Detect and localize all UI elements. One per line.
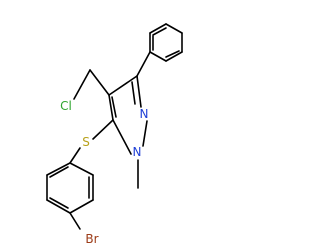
bond [69, 162, 94, 176]
bond [46, 199, 71, 214]
bond [69, 212, 81, 230]
atom-label-br: Br [85, 232, 98, 246]
bond [111, 96, 117, 118]
bond [136, 75, 142, 108]
atom-label-cl: Cl [60, 99, 72, 113]
bond [108, 94, 114, 121]
bond [142, 120, 148, 147]
bond [165, 51, 183, 62]
bond [49, 166, 69, 178]
bond [89, 69, 110, 96]
bond [92, 119, 114, 140]
bond [165, 23, 183, 34]
bond [152, 27, 167, 36]
atom-label-n1: N [133, 145, 142, 159]
bond [108, 75, 138, 96]
bond [149, 51, 167, 62]
bond [46, 162, 71, 176]
bond [49, 197, 69, 209]
structure-diagram: Cl N N S Br [46, 23, 183, 246]
bond [73, 69, 91, 100]
atom-label-n2: N [140, 107, 149, 121]
atom-label-s: S [82, 135, 90, 149]
bond [149, 23, 167, 34]
bond [69, 199, 94, 214]
bond [165, 50, 180, 58]
bond [136, 51, 151, 77]
bond [69, 147, 81, 164]
bond [131, 81, 136, 105]
bond [112, 119, 132, 155]
bond-lines [46, 23, 183, 230]
